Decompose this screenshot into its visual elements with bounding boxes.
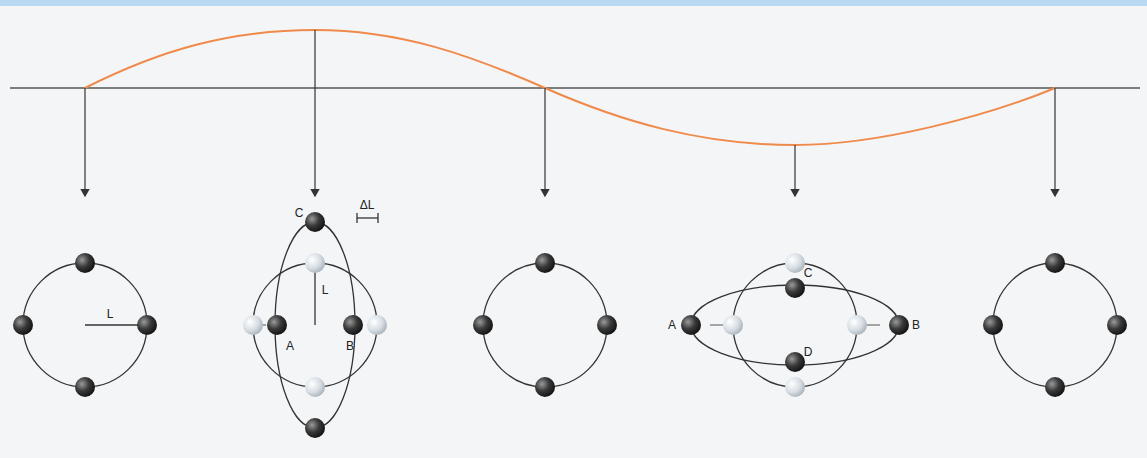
point-label: D — [804, 346, 813, 358]
point-label: A — [286, 340, 294, 352]
point-label: C — [804, 267, 813, 279]
point-label: A — [668, 319, 676, 331]
point-label: B — [346, 340, 354, 352]
point-label: B — [912, 319, 920, 331]
point-label: L — [107, 308, 114, 320]
point-label: ΔL — [360, 199, 375, 211]
point-label: L — [322, 284, 329, 296]
point-label: C — [295, 207, 304, 219]
